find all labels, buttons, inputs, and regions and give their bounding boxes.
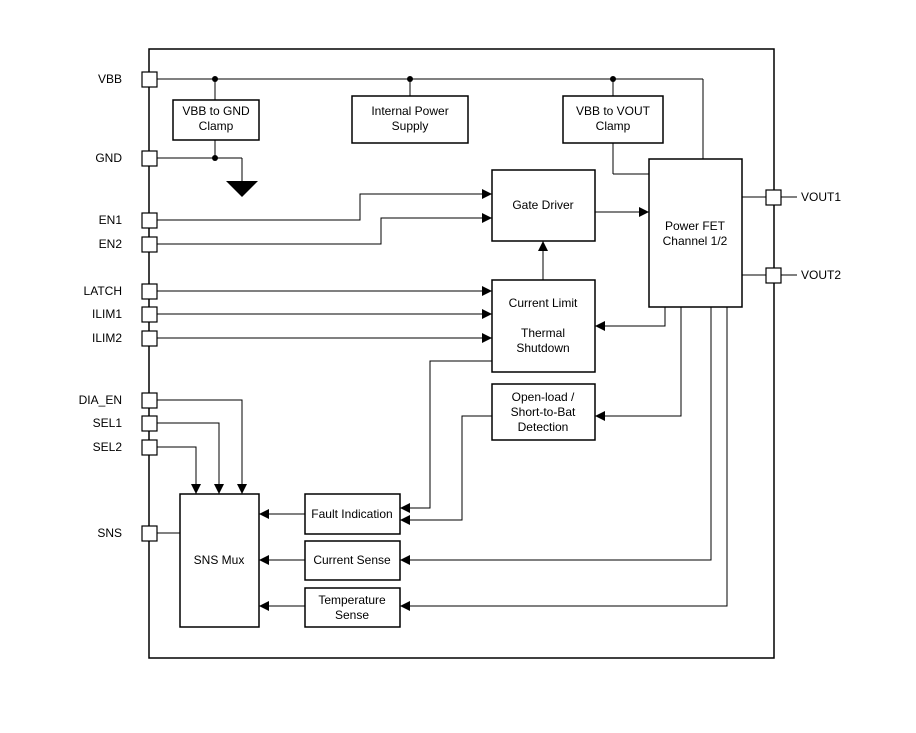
wires bbox=[157, 78, 797, 611]
pin-label-sel1: SEL1 bbox=[93, 416, 123, 430]
block-temperature-sense: Temperature Sense bbox=[304, 587, 401, 628]
pin-label-dia-en: DIA_EN bbox=[79, 393, 122, 407]
block-label: Supply bbox=[392, 119, 429, 133]
pin-ilim2 bbox=[141, 330, 158, 347]
device-outline bbox=[148, 48, 775, 659]
block-open-load-detection: Open-load / Short-to-Bat Detection bbox=[491, 383, 596, 441]
pin-sns bbox=[141, 525, 158, 542]
block-label: Thermal bbox=[521, 326, 565, 340]
pin-label-ilim1: ILIM1 bbox=[92, 307, 122, 321]
block-fault-indication: Fault Indication bbox=[304, 493, 401, 535]
block-label: Detection bbox=[518, 420, 569, 434]
block-label: VBB to VOUT bbox=[576, 104, 651, 118]
block-label: Fault Indication bbox=[311, 507, 392, 521]
block-gate-driver: Gate Driver bbox=[491, 169, 596, 242]
pin-en1 bbox=[141, 212, 158, 229]
block-power-fet: Power FET Channel 1/2 bbox=[648, 158, 743, 308]
block-label: Channel 1/2 bbox=[663, 234, 728, 248]
block-label: VBB to GND bbox=[182, 104, 250, 118]
pin-label-vbb: VBB bbox=[98, 72, 122, 86]
pin-latch bbox=[141, 283, 158, 300]
pin-label-en2: EN2 bbox=[99, 237, 123, 251]
pin-vout1 bbox=[765, 189, 782, 206]
block-label: Temperature bbox=[318, 593, 386, 607]
block-label: Shutdown bbox=[516, 341, 569, 355]
block-label: Current Limit bbox=[509, 296, 578, 310]
block-label: Current Sense bbox=[313, 553, 391, 567]
pin-gnd bbox=[141, 150, 158, 167]
pin-en2 bbox=[141, 236, 158, 253]
block-vbb-vout-clamp: VBB to VOUT Clamp bbox=[562, 95, 664, 144]
block-vbb-gnd-clamp: VBB to GND Clamp bbox=[172, 99, 260, 141]
block-label: Short-to-Bat bbox=[511, 405, 576, 419]
junction-dots bbox=[212, 76, 616, 161]
pin-vbb bbox=[141, 71, 158, 88]
left-pins bbox=[141, 71, 158, 542]
pin-vout2 bbox=[765, 267, 782, 284]
block-internal-power-supply: Internal Power Supply bbox=[351, 95, 469, 144]
pin-labels: VBB GND EN1 EN2 LATCH ILIM1 ILIM2 DIA_EN… bbox=[79, 72, 842, 540]
right-pins bbox=[765, 189, 782, 284]
pin-ilim1 bbox=[141, 306, 158, 323]
block-sns-mux: SNS Mux bbox=[179, 493, 260, 628]
pin-label-latch: LATCH bbox=[84, 284, 122, 298]
pin-label-vout1: VOUT1 bbox=[801, 190, 841, 204]
block-label: Clamp bbox=[199, 119, 234, 133]
pin-sel2 bbox=[141, 439, 158, 456]
block-current-sense: Current Sense bbox=[304, 540, 401, 581]
pin-label-sel2: SEL2 bbox=[93, 440, 123, 454]
ground-symbol-icon bbox=[226, 181, 258, 197]
pin-dia-en bbox=[141, 392, 158, 409]
pin-label-en1: EN1 bbox=[99, 213, 123, 227]
block-label: Gate Driver bbox=[512, 198, 573, 212]
block-current-limit-thermal-shutdown: Current Limit Thermal Shutdown bbox=[491, 279, 596, 373]
block-label: Open-load / bbox=[512, 390, 575, 404]
pin-label-ilim2: ILIM2 bbox=[92, 331, 122, 345]
block-label: SNS Mux bbox=[194, 553, 245, 567]
pin-label-sns: SNS bbox=[97, 526, 122, 540]
block-label: Power FET bbox=[665, 219, 726, 233]
block-label: Internal Power bbox=[371, 104, 448, 118]
block-label: Clamp bbox=[596, 119, 631, 133]
block-label: Sense bbox=[335, 608, 369, 622]
pin-label-vout2: VOUT2 bbox=[801, 268, 841, 282]
pin-label-gnd: GND bbox=[95, 151, 122, 165]
pin-sel1 bbox=[141, 415, 158, 432]
